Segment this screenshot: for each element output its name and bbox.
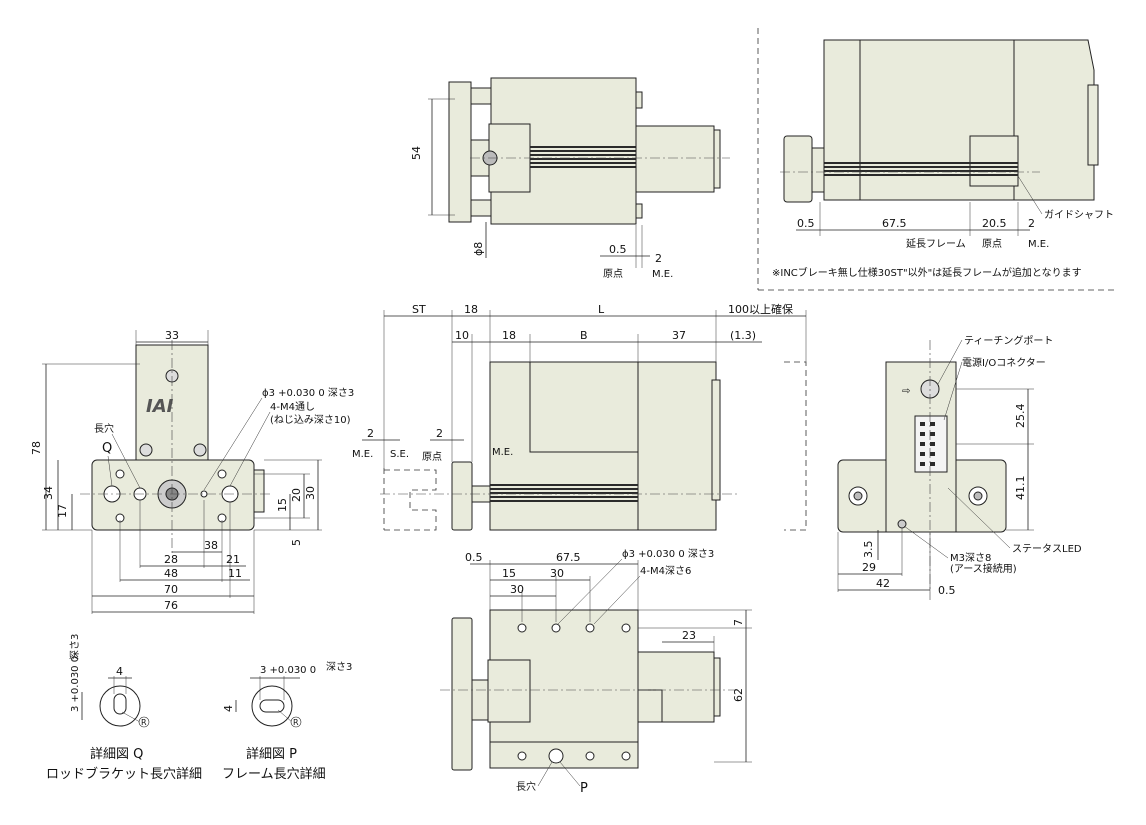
top-label-origin: 原点: [603, 268, 623, 280]
front-dim-48: 48: [164, 567, 178, 580]
q-dim-4: 4: [116, 665, 123, 678]
front-dim-33: 33: [165, 329, 179, 342]
top-dim-0-5: 0.5: [609, 243, 627, 256]
bottom-dim-23: 23: [682, 629, 696, 642]
front-dim-38: 38: [204, 539, 218, 552]
side-dim-st: ST: [412, 303, 426, 316]
front-dim-20: 20: [290, 488, 303, 502]
side-dim-18a: 18: [464, 303, 478, 316]
tr-dim-20-5: 20.5: [982, 217, 1007, 230]
q-depth: 深さ3: [69, 634, 81, 660]
end-label-m3: M3深さ8: [950, 552, 991, 564]
tr-dim-67-5: 67.5: [882, 217, 907, 230]
side-dim-100: 100以上確保: [728, 302, 793, 316]
end-dim-0-5: 0.5: [938, 584, 956, 597]
bottom-dim-7: 7: [732, 619, 745, 626]
bottom-dim-30b: 30: [510, 583, 524, 596]
tr-label-ext-frame: 延長フレーム: [906, 238, 966, 250]
bottom-dim-62: 62: [732, 688, 745, 702]
side-dim-37: 37: [672, 329, 686, 342]
side-dim-1-3: (1.3): [730, 329, 756, 342]
side-dim-l: L: [598, 303, 605, 316]
tr-label-me: M.E.: [1028, 239, 1049, 250]
front-label-q: Q: [102, 441, 112, 456]
p-dim-4: 4: [222, 705, 235, 712]
front-view: IAI 33 78 34 17: [30, 329, 354, 614]
front-dim-76: 76: [164, 599, 178, 612]
front-label-slot: 長穴: [94, 422, 114, 435]
top-view: 54 ϕ8 0.5 2 原点 M.E.: [410, 77, 730, 280]
tr-note: ※INCブレーキ無し仕様30ST"以外"は延長フレームが追加となります: [772, 266, 1082, 279]
q-r: R: [141, 718, 147, 727]
front-hole-note-3: (ねじ込み深さ10): [270, 414, 351, 426]
top-dim-54: 54: [410, 146, 423, 160]
bottom-dim-30a: 30: [550, 567, 564, 580]
end-label-m3-sub: (アース接続用): [950, 562, 1017, 575]
top-dim-2: 2: [655, 252, 662, 265]
tr-label-origin: 原点: [982, 238, 1002, 250]
bottom-label-p: P: [580, 781, 588, 796]
top-right-view: 0.5 67.5 20.5 2 ガイドシャフト 延長フレーム 原点 M.E. ※…: [757, 28, 1116, 291]
side-dim-b: B: [580, 329, 588, 342]
front-dim-78: 78: [30, 441, 43, 455]
side-view: ST 18 L 100以上確保 10 18 B 37 (1.3) 2 M.E. …: [352, 302, 807, 531]
bottom-hole-note-2: 4-M4深さ6: [640, 565, 691, 577]
side-dim-2a: 2: [367, 427, 374, 440]
end-dim-42: 42: [876, 577, 890, 590]
end-dim-3-5: 3.5: [862, 541, 875, 559]
detail-p: 3 +0.030 0 深さ3 4 R 詳細図 P フレーム長穴詳細: [222, 661, 352, 782]
side-label-me-right: M.E.: [492, 447, 513, 458]
end-dim-41-1: 41.1: [1014, 476, 1027, 501]
bottom-view: 0.5 67.5 15 30 30 ϕ3 +0.030 0 深さ3 4-M4深さ…: [440, 548, 752, 796]
p-title: 詳細図 P: [246, 746, 297, 762]
p-r: R: [293, 718, 299, 727]
bottom-dim-67-5: 67.5: [556, 551, 581, 564]
arrow-right-icon: ⇨: [902, 386, 910, 397]
p-subtitle: フレーム長穴詳細: [222, 766, 326, 782]
end-dim-25-4: 25.4: [1014, 404, 1027, 429]
front-dim-30: 30: [304, 486, 317, 500]
front-logo: IAI: [146, 396, 174, 417]
q-dim-3: 3 +0.030 0: [70, 656, 81, 712]
detail-q: 4 3 +0.030 0 深さ3 R 詳細図 Q ロッドブラケット長穴詳細: [46, 634, 202, 782]
bottom-dim-15: 15: [502, 567, 516, 580]
p-dim-3: 3 +0.030 0: [260, 665, 316, 676]
front-dim-70: 70: [164, 583, 178, 596]
front-dim-21: 21: [226, 553, 240, 566]
front-dim-34: 34: [42, 486, 55, 500]
end-label-power-io: 電源I/Oコネクター: [962, 356, 1046, 369]
right-end-view: ⇨ ティーチングポート 電源I/Oコネクター 25.4 41.1 ステータスLE…: [837, 334, 1082, 600]
top-dim-phi8: ϕ8: [472, 242, 485, 256]
front-hole-note-1: ϕ3 +0.030 0 深さ3: [262, 387, 354, 399]
p-depth: 深さ3: [326, 661, 352, 673]
q-title: 詳細図 Q: [90, 746, 143, 762]
tr-label-guide-shaft: ガイドシャフト: [1044, 209, 1114, 221]
bottom-label-slot: 長穴: [516, 780, 536, 793]
end-dim-29: 29: [862, 561, 876, 574]
side-dim-2b: 2: [436, 427, 443, 440]
bottom-hole-note-1: ϕ3 +0.030 0 深さ3: [622, 548, 714, 560]
front-dim-5: 5: [290, 539, 303, 546]
front-dim-17: 17: [56, 504, 69, 518]
q-subtitle: ロッドブラケット長穴詳細: [46, 766, 202, 782]
side-label-se: S.E.: [390, 449, 409, 460]
side-dim-10: 10: [455, 329, 469, 342]
tr-dim-2: 2: [1028, 217, 1035, 230]
side-label-origin: 原点: [422, 451, 442, 463]
end-label-status-led: ステータスLED: [1012, 543, 1082, 555]
side-label-me-left: M.E.: [352, 449, 373, 460]
bottom-dim-0-5: 0.5: [465, 551, 483, 564]
front-dim-28: 28: [164, 553, 178, 566]
end-label-teaching-port: ティーチングポート: [964, 334, 1053, 347]
front-dim-15: 15: [276, 498, 289, 512]
tr-dim-0-5: 0.5: [797, 217, 815, 230]
front-dim-11: 11: [228, 567, 242, 580]
top-label-me: M.E.: [652, 269, 673, 280]
front-hole-note-2: 4-M4通し: [270, 401, 315, 413]
side-dim-18b: 18: [502, 329, 516, 342]
